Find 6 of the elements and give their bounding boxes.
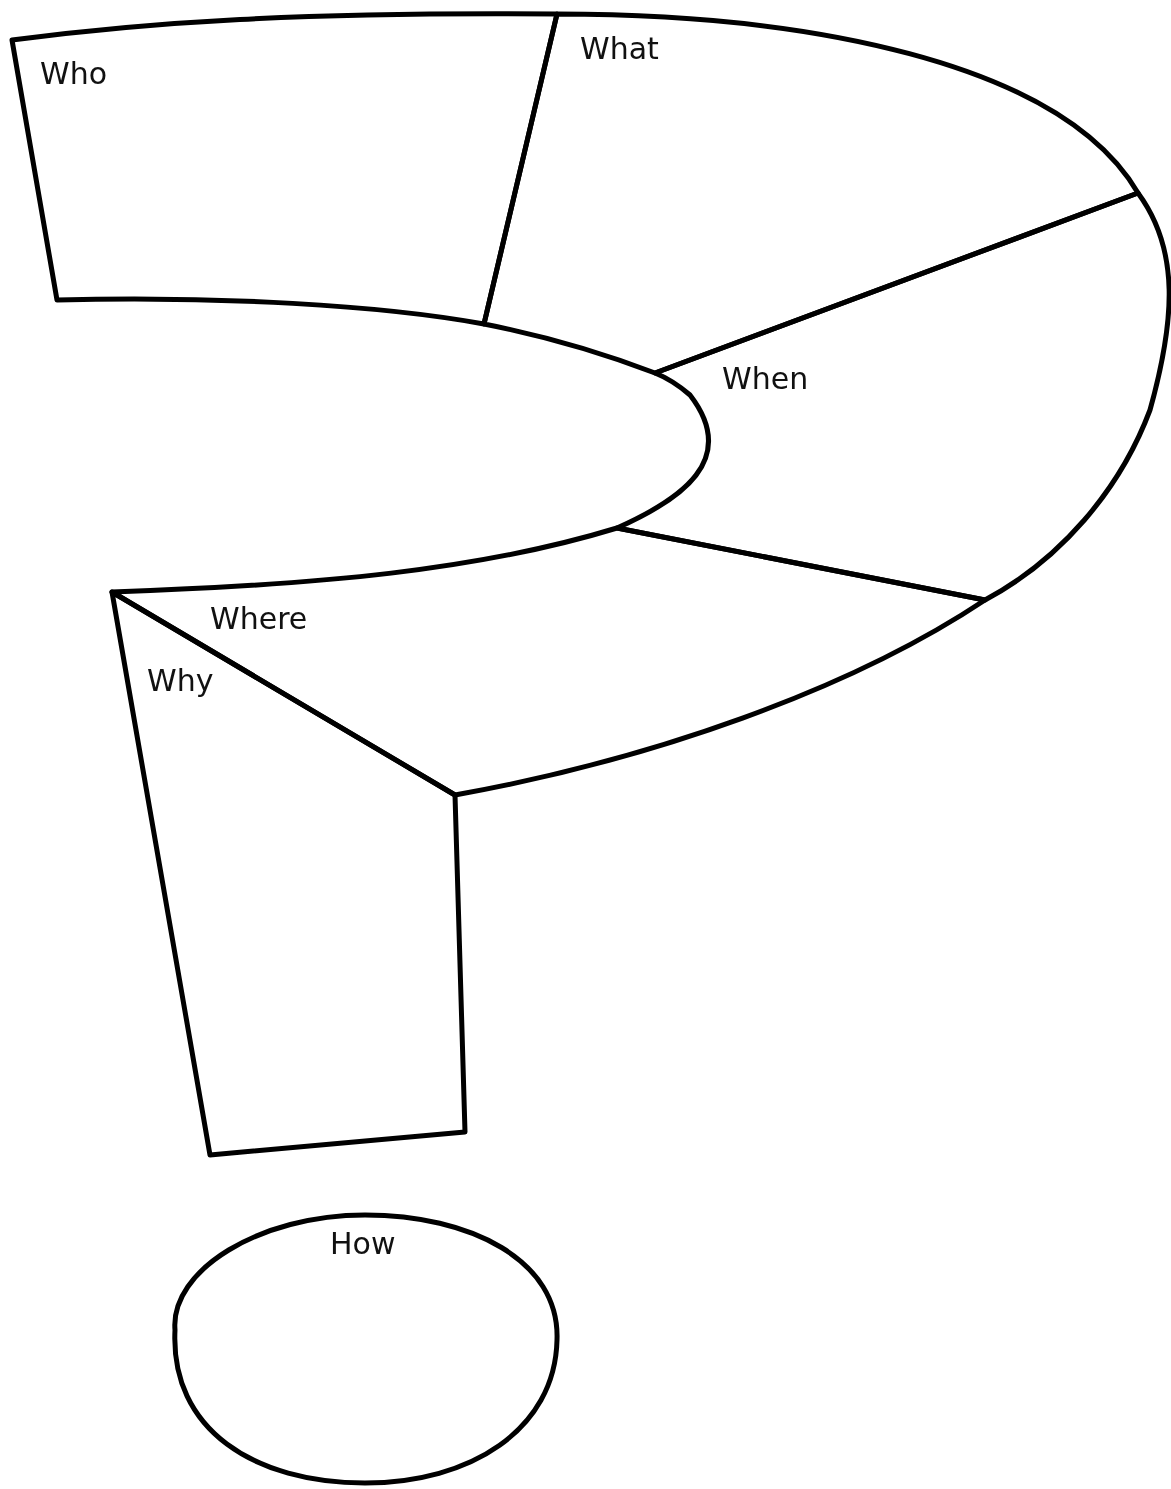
- segment-label: Why: [147, 664, 214, 698]
- segment-label: How: [330, 1227, 396, 1261]
- segment-label: Where: [210, 602, 308, 636]
- segment-label: Who: [40, 57, 108, 91]
- segment-label: What: [580, 32, 659, 66]
- segment-label: When: [722, 362, 809, 396]
